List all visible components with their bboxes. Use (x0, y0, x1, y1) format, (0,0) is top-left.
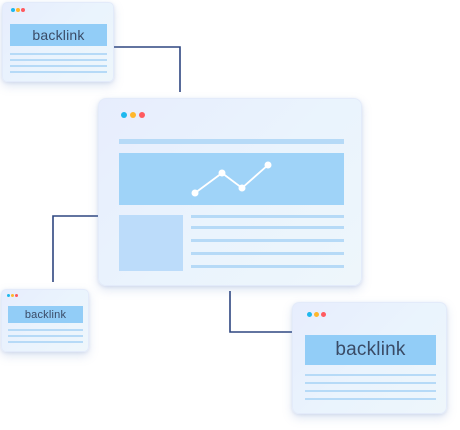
text-line (191, 265, 344, 268)
address-bar (119, 139, 344, 144)
backlink-page-bottom-left: backlink (1, 289, 89, 352)
text-line (305, 398, 436, 400)
chart-point (191, 189, 199, 197)
text-line (191, 252, 344, 255)
chart-point (264, 161, 272, 169)
analytics-banner (119, 153, 344, 205)
text-line (191, 239, 344, 242)
text-line (305, 382, 436, 384)
backlink-page-bottom-right: backlink (292, 302, 447, 414)
text-line (191, 215, 344, 218)
chart-point (238, 184, 246, 192)
minimize-dot (16, 8, 20, 12)
text-line (305, 374, 436, 376)
backlink-label: backlink (8, 306, 83, 323)
text-line (10, 59, 107, 61)
close-dot (307, 312, 312, 317)
text-line (10, 65, 107, 67)
text-line (8, 341, 83, 343)
text-line (8, 335, 83, 337)
minimize-dot (11, 294, 14, 297)
maximize-dot (321, 312, 326, 317)
minimize-dot (130, 112, 136, 118)
backlink-page-top-left: backlink (2, 2, 114, 82)
chart-point (218, 169, 226, 177)
main-website-window (98, 98, 362, 286)
connector-bottom-right (229, 291, 292, 333)
close-dot (7, 294, 10, 297)
close-dot (11, 8, 15, 12)
image-placeholder (119, 215, 183, 271)
text-line (10, 71, 107, 73)
text-line (305, 390, 436, 392)
backlink-label: backlink (305, 335, 436, 365)
backlink-label: backlink (10, 24, 107, 46)
minimize-dot (314, 312, 319, 317)
connector-top-left (114, 46, 181, 92)
maximize-dot (15, 294, 18, 297)
maximize-dot (139, 112, 145, 118)
text-line (8, 329, 83, 331)
text-line (191, 226, 344, 229)
connector-left (52, 215, 98, 282)
text-line (10, 53, 107, 55)
maximize-dot (21, 8, 25, 12)
line-chart-icon (191, 161, 272, 197)
close-dot (121, 112, 127, 118)
